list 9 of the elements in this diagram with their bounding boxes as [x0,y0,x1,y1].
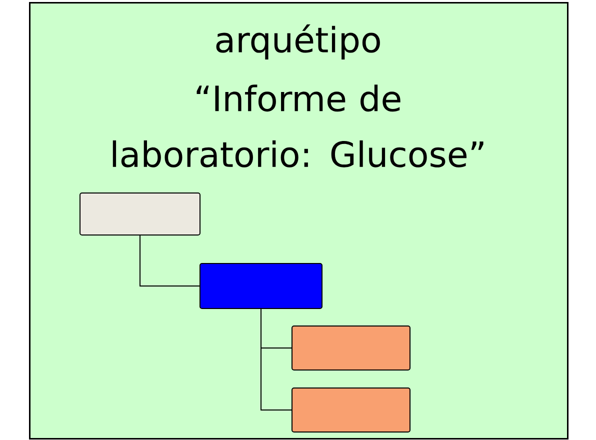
tree-box [292,326,410,370]
panel [29,2,568,440]
title-text: “Informe de laboratorio: Glucose” [112,84,484,168]
tree-box [292,388,410,432]
connector-line [140,235,200,286]
tree-box [80,192,200,236]
title-text: arquétipo [216,24,380,60]
tree-box [200,263,322,309]
connector-line [260,308,292,410]
